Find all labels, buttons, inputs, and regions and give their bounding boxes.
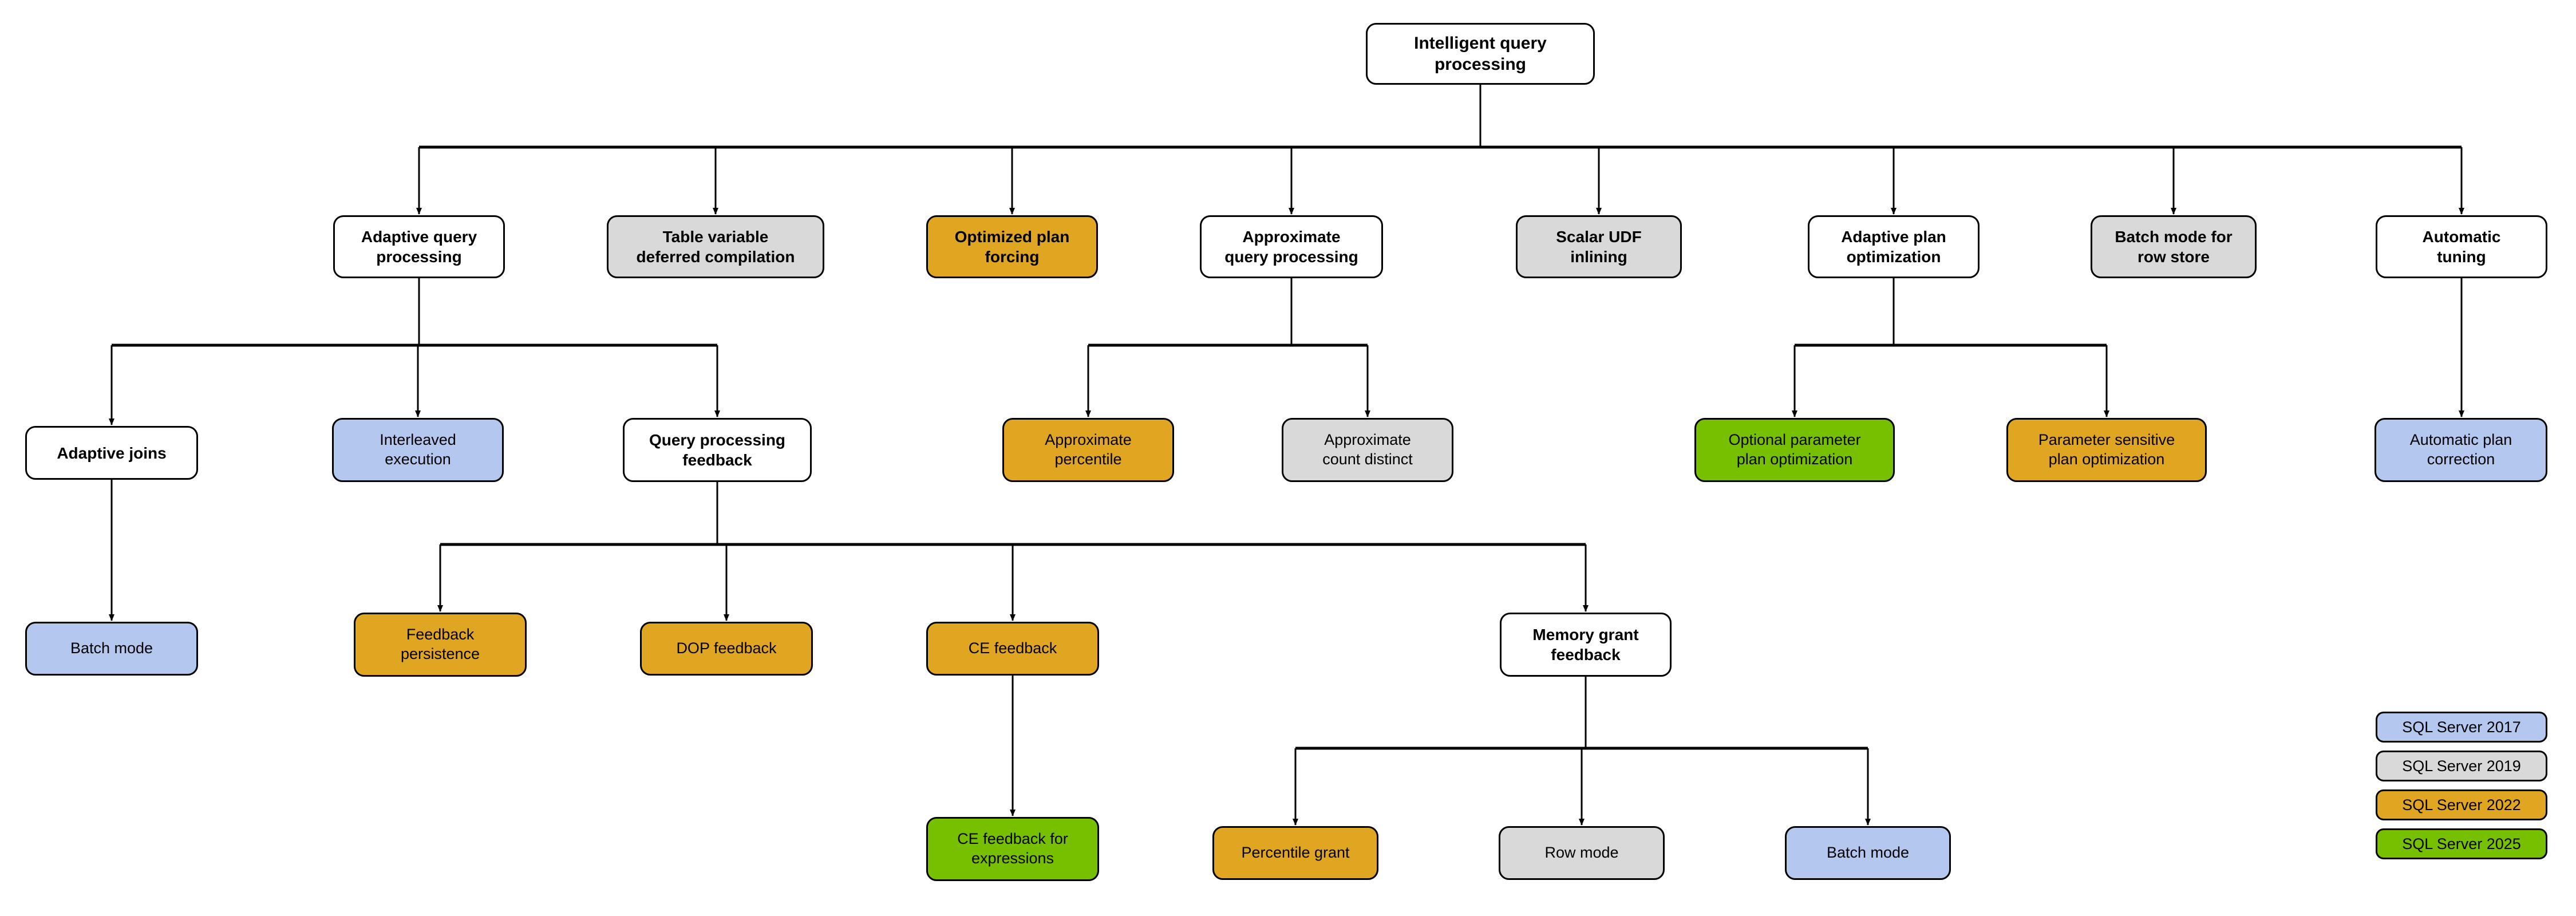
node-label: Automatic plan correction: [2409, 431, 2512, 468]
node-batchmode2[interactable]: Batch mode: [1785, 826, 1951, 880]
node-oppo[interactable]: Optional parameter plan optimization: [1694, 418, 1895, 482]
node-qpf[interactable]: Query processing feedback: [623, 418, 812, 482]
node-approxpct[interactable]: Approximate percentile: [1002, 418, 1174, 482]
node-label: Approximate query processing: [1224, 228, 1358, 266]
legend-label: SQL Server 2025: [2402, 835, 2521, 852]
node-rowmode[interactable]: Row mode: [1499, 826, 1665, 880]
node-label: Batch mode: [70, 639, 153, 657]
node-adaptivejoins[interactable]: Adaptive joins: [25, 426, 198, 480]
node-label: Adaptive joins: [57, 444, 167, 462]
node-label: Automatic tuning: [2422, 228, 2501, 266]
node-label: Adaptive plan optimization: [1841, 228, 1946, 266]
node-pspo[interactable]: Parameter sensitive plan optimization: [2006, 418, 2207, 482]
node-label: Query processing feedback: [649, 431, 786, 469]
node-label: Batch mode for row store: [2115, 228, 2233, 266]
node-aqp[interactable]: Adaptive query processing: [333, 215, 505, 278]
legend-item-sql-server-2022: SQL Server 2022: [2376, 789, 2547, 820]
legend-label: SQL Server 2017: [2402, 718, 2521, 736]
node-label: Approximate count distinct: [1322, 431, 1413, 468]
node-apc[interactable]: Automatic plan correction: [2374, 418, 2547, 482]
node-interleaved[interactable]: Interleaved execution: [332, 418, 504, 482]
legend-item-sql-server-2019: SQL Server 2019: [2376, 751, 2547, 781]
node-opf[interactable]: Optimized plan forcing: [926, 215, 1098, 278]
node-label: Interleaved execution: [380, 431, 456, 468]
node-label: Intelligent query processing: [1414, 33, 1547, 74]
node-label: Approximate percentile: [1045, 431, 1132, 468]
node-label: Table variable deferred compilation: [636, 228, 795, 266]
legend-item-sql-server-2017: SQL Server 2017: [2376, 712, 2547, 743]
node-label: Batch mode: [1826, 844, 1910, 862]
node-label: Optimized plan forcing: [954, 228, 1070, 266]
node-label: Scalar UDF inlining: [1556, 228, 1642, 266]
node-label: Parameter sensitive plan optimization: [2038, 431, 2175, 468]
node-dopfb[interactable]: DOP feedback: [640, 622, 813, 676]
node-label: CE feedback: [968, 639, 1057, 657]
node-cefbexpr[interactable]: CE feedback for expressions: [926, 817, 1099, 881]
node-label: CE feedback for expressions: [957, 830, 1068, 867]
node-mgfb[interactable]: Memory grant feedback: [1500, 613, 1672, 677]
node-label: Percentile grant: [1241, 844, 1350, 862]
node-pctgrant[interactable]: Percentile grant: [1212, 826, 1378, 880]
legend-label: SQL Server 2022: [2402, 796, 2521, 814]
node-root[interactable]: Intelligent query processing: [1366, 23, 1595, 85]
legend-label: SQL Server 2019: [2402, 757, 2521, 775]
node-tvdc[interactable]: Table variable deferred compilation: [607, 215, 824, 278]
node-fbpersist[interactable]: Feedback persistence: [354, 613, 527, 677]
node-udf[interactable]: Scalar UDF inlining: [1516, 215, 1682, 278]
node-label: Memory grant feedback: [1532, 626, 1639, 664]
node-label: DOP feedback: [676, 639, 777, 657]
node-bmrs[interactable]: Batch mode for row store: [2091, 215, 2257, 278]
node-approxqp[interactable]: Approximate query processing: [1200, 215, 1383, 278]
node-apo[interactable]: Adaptive plan optimization: [1808, 215, 1980, 278]
node-batchmode1[interactable]: Batch mode: [25, 622, 198, 676]
node-label: Feedback persistence: [400, 626, 480, 662]
node-label: Row mode: [1544, 844, 1619, 862]
node-cefb[interactable]: CE feedback: [926, 622, 1099, 676]
node-label: Optional parameter plan optimization: [1728, 431, 1861, 468]
node-autotune[interactable]: Automatic tuning: [2376, 215, 2547, 278]
node-approxcount[interactable]: Approximate count distinct: [1282, 418, 1453, 482]
legend-item-sql-server-2025: SQL Server 2025: [2376, 828, 2547, 859]
node-label: Adaptive query processing: [361, 228, 477, 266]
